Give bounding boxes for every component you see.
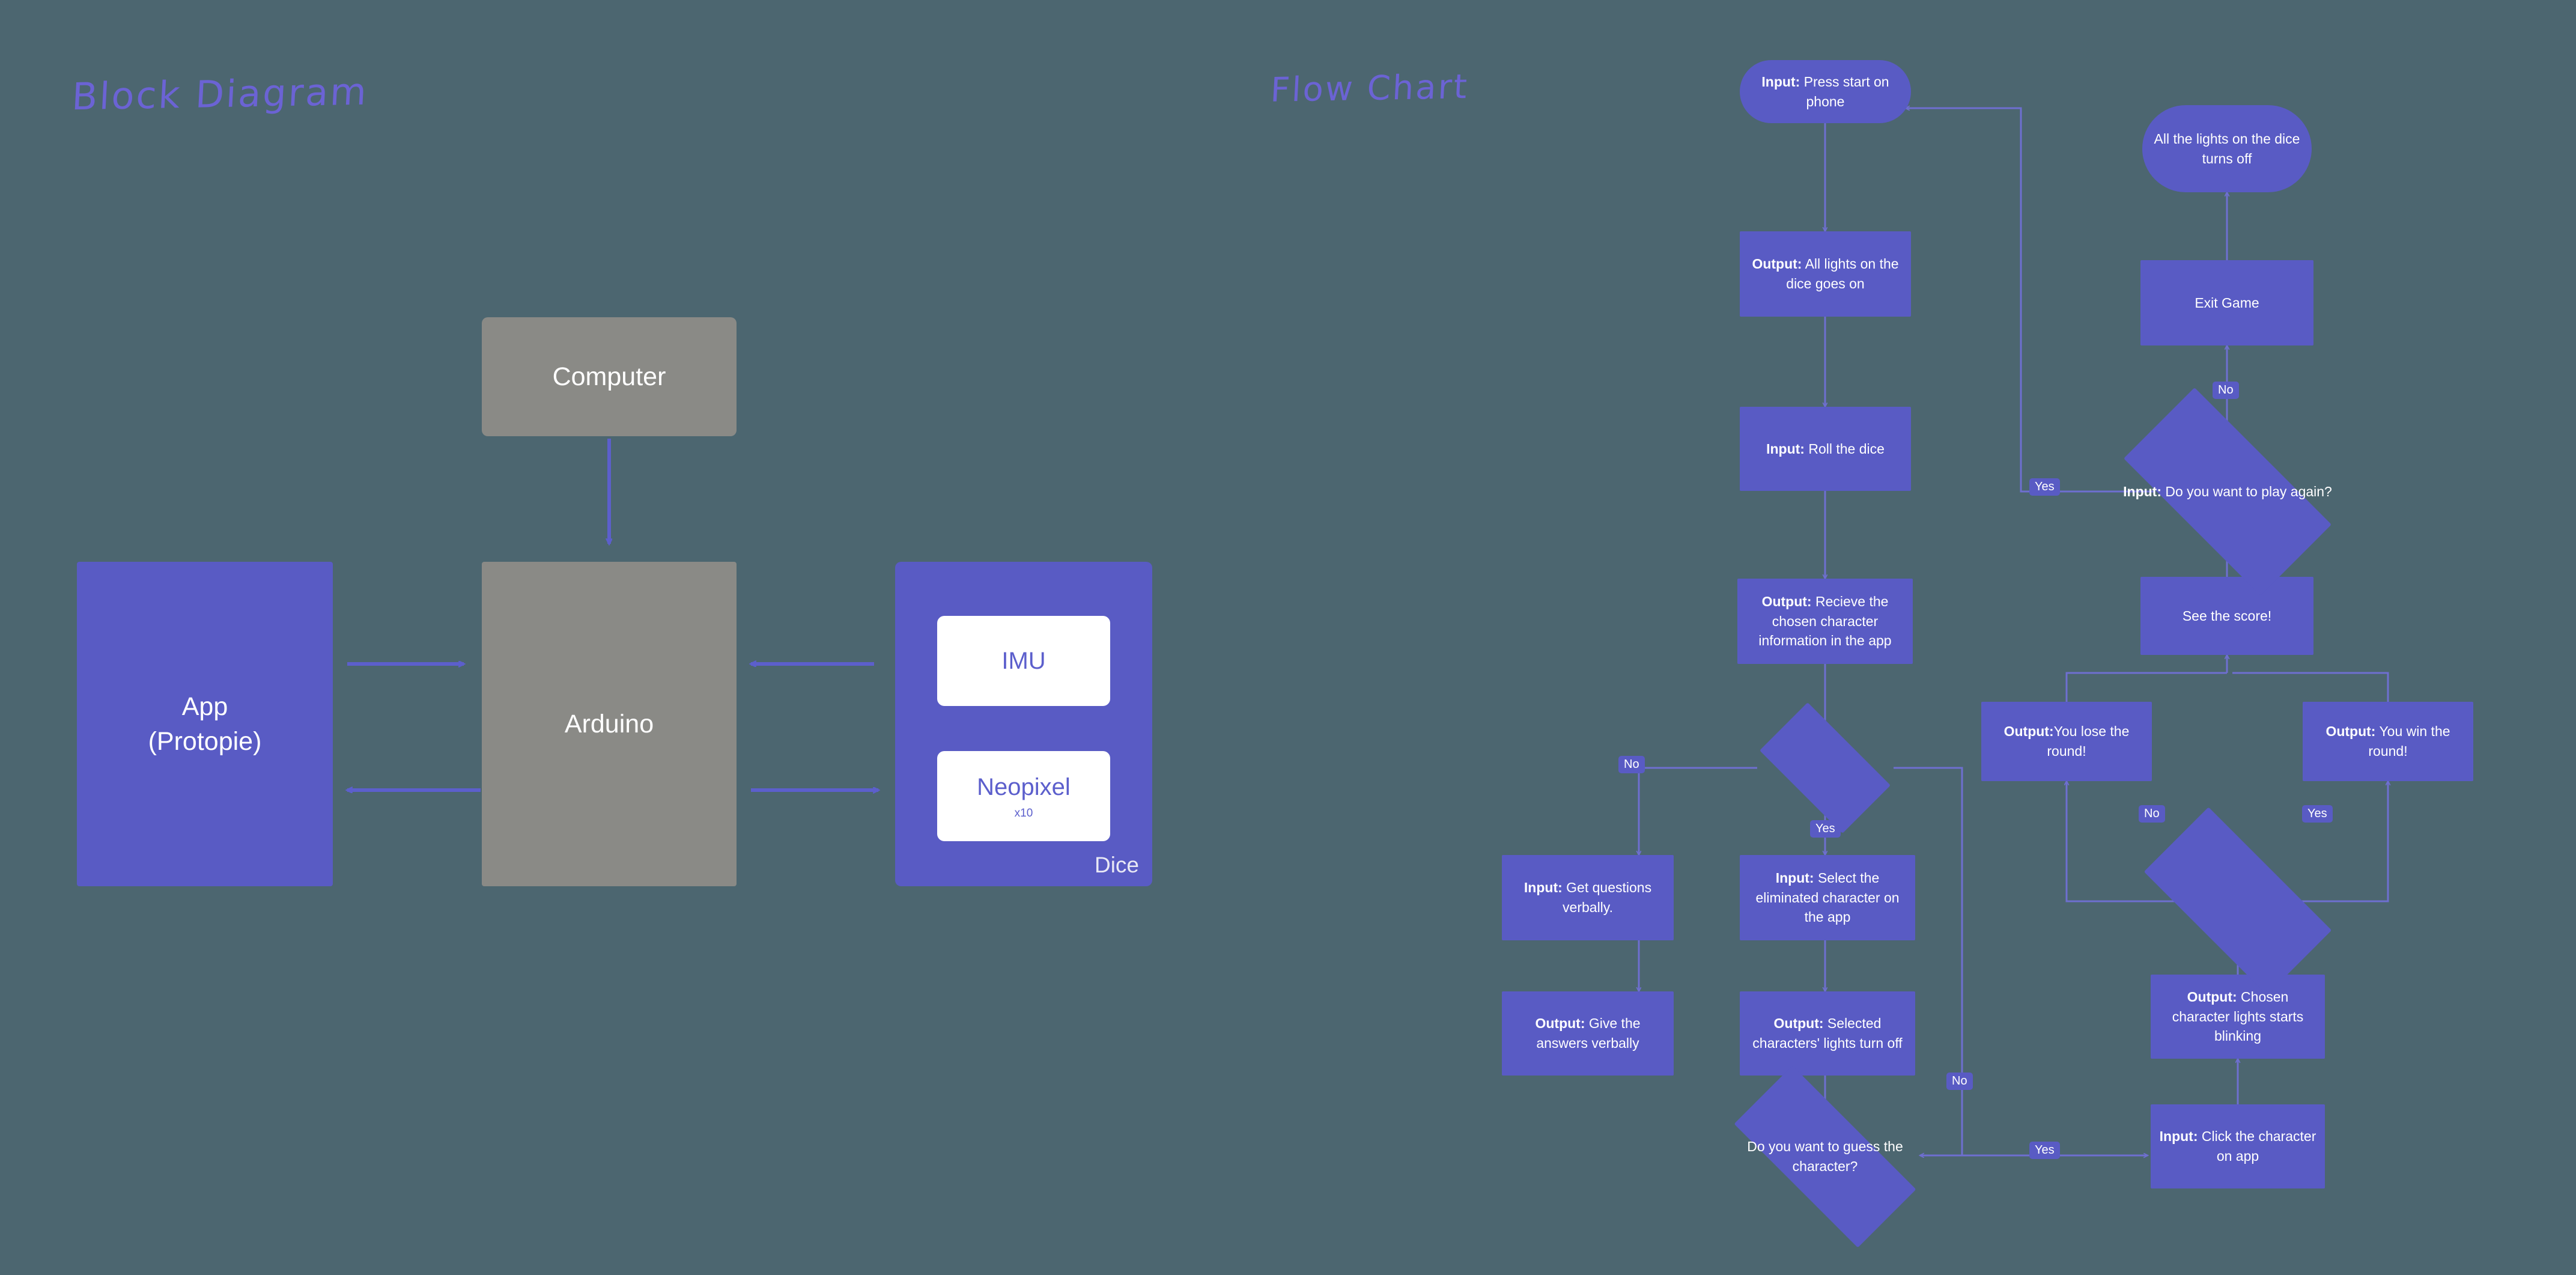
flow-node-give-answers: Output: Give the answers verbally	[1502, 991, 1674, 1076]
flow-node-press-start: Input: Press start on phone	[1740, 60, 1911, 123]
flow-node-selected-lights-off-text: Selected characters' lights turn off	[1752, 1015, 1903, 1051]
flow-node-roll-dice-text: Roll the dice	[1804, 440, 1885, 457]
flow-node-you-win-text: You win the round!	[2368, 723, 2450, 759]
block-imu-label: IMU	[1001, 648, 1046, 674]
edge-label-yes-eliminate: Yes	[1810, 820, 1841, 838]
flow-node-you-win-prefix: Output:	[2325, 723, 2376, 740]
block-neopixel-count: x10	[1014, 807, 1033, 820]
flow-node-give-answers-text: Give the answers verbally	[1536, 1015, 1641, 1051]
flow-node-see-score-label: See the score!	[2182, 607, 2272, 624]
flow-node-decision-play-again-label: Input: Do you want to play again?	[2115, 482, 2340, 502]
flow-node-recieve-character-text: Recieve the chosen character information…	[1758, 594, 1892, 649]
block-neopixel: Neopixel x10	[937, 751, 1110, 841]
flow-node-decision-play-again-prefix: Input:	[2123, 483, 2161, 499]
flow-node-decision-guess-character: Do you want to guess the character?	[1701, 1065, 1949, 1248]
block-app: App (Protopie)	[77, 562, 333, 886]
flow-node-selected-lights-off-prefix: Output:	[1773, 1015, 1824, 1032]
flow-node-press-start-prefix: Input:	[1761, 73, 1800, 90]
edge-label-no-play-again: No	[2213, 382, 2239, 399]
flow-node-get-questions: Input: Get questions verbally.	[1502, 855, 1674, 940]
flow-node-decision-guess-character-label: Do you want to guess the character?	[1747, 1139, 1903, 1174]
flow-node-roll-dice: Input: Roll the dice	[1740, 407, 1911, 491]
flow-node-exit-game-label: Exit Game	[2195, 294, 2259, 311]
edge-label-no-guess: No	[1946, 1073, 1973, 1090]
flow-node-chosen-blinking-prefix: Output:	[2187, 989, 2237, 1005]
edge-label-no-win: No	[2139, 805, 2165, 823]
flow-node-roll-dice-prefix: Input:	[1766, 440, 1805, 457]
edge-label-no-eliminate: No	[1618, 756, 1645, 773]
flow-node-see-score: See the score!	[2140, 577, 2313, 655]
flow-node-give-answers-prefix: Output:	[1535, 1015, 1585, 1032]
flow-node-you-lose: Output:You lose the round!	[1981, 702, 2152, 781]
block-neopixel-label: Neopixel	[977, 774, 1071, 801]
flow-node-you-lose-text: You lose the round!	[2047, 723, 2130, 759]
flow-node-recieve-character: Output: Recieve the chosen character inf…	[1737, 579, 1913, 664]
flow-node-all-lights-off: All the lights on the dice turns off	[2142, 105, 2312, 192]
block-imu: IMU	[937, 616, 1110, 706]
flow-node-click-character: Input: Click the character on app	[2151, 1104, 2325, 1188]
block-app-label-line2: (Protopie)	[148, 727, 262, 756]
diamond-shape	[2143, 807, 2332, 995]
flow-node-click-character-text: Click the character on app	[2198, 1128, 2316, 1164]
block-dice-group: IMU Neopixel x10 Dice	[895, 562, 1152, 886]
flow-node-select-eliminated-text: Select the eliminated character on the a…	[1755, 870, 1900, 925]
block-computer: Computer	[482, 317, 737, 436]
flow-node-you-lose-prefix: Output:	[2003, 723, 2054, 740]
flow-node-chosen-blinking-text: Chosen character lights starts blinking	[2172, 989, 2304, 1044]
flow-node-you-win: Output: You win the round!	[2303, 702, 2473, 781]
flow-node-press-start-text: Press start on phone	[1800, 73, 1889, 109]
flow-node-all-lights-on-text: All lights on the dice goes on	[1786, 256, 1899, 291]
flow-node-click-character-prefix: Input:	[2159, 1128, 2198, 1145]
diamond-shape	[1760, 702, 1891, 833]
page-title-block-diagram: Block Diagram	[70, 69, 369, 119]
flow-node-get-questions-text: Get questions verbally.	[1562, 880, 1652, 915]
flow-node-recieve-character-prefix: Output:	[1761, 594, 1812, 610]
block-computer-label: Computer	[552, 362, 666, 391]
flow-node-all-lights-on: Output: All lights on the dice goes on	[1740, 231, 1911, 317]
flow-node-exit-game: Exit Game	[2140, 260, 2313, 345]
flow-node-decision-eliminate	[1742, 702, 1908, 833]
flow-node-chosen-blinking: Output: Chosen character lights starts b…	[2151, 975, 2325, 1059]
flow-node-select-eliminated: Input: Select the eliminated character o…	[1740, 855, 1915, 940]
flow-node-decision-play-again: Input: Do you want to play again?	[2091, 388, 2365, 595]
flow-node-selected-lights-off: Output: Selected characters' lights turn…	[1740, 991, 1915, 1076]
flow-node-select-eliminated-prefix: Input:	[1775, 870, 1814, 886]
flow-node-decision-guess-correct	[2115, 807, 2361, 995]
flow-node-all-lights-on-prefix: Output:	[1752, 256, 1802, 272]
flow-node-decision-play-again-text: Do you want to play again?	[2161, 483, 2332, 499]
edge-label-yes-win: Yes	[2302, 805, 2333, 823]
block-app-label-line1: App	[181, 692, 228, 721]
block-arduino: Arduino	[482, 562, 737, 886]
block-dice-label: Dice	[1094, 853, 1139, 878]
edge-label-yes-guess: Yes	[2029, 1142, 2060, 1159]
block-arduino-label: Arduino	[564, 709, 654, 738]
flow-node-all-lights-off-label: All the lights on the dice turns off	[2154, 130, 2300, 166]
edge-label-yes-play-again: Yes	[2029, 478, 2060, 496]
page-title-flow-chart: Flow Chart	[1269, 67, 1470, 110]
flow-node-get-questions-prefix: Input:	[1523, 880, 1563, 896]
